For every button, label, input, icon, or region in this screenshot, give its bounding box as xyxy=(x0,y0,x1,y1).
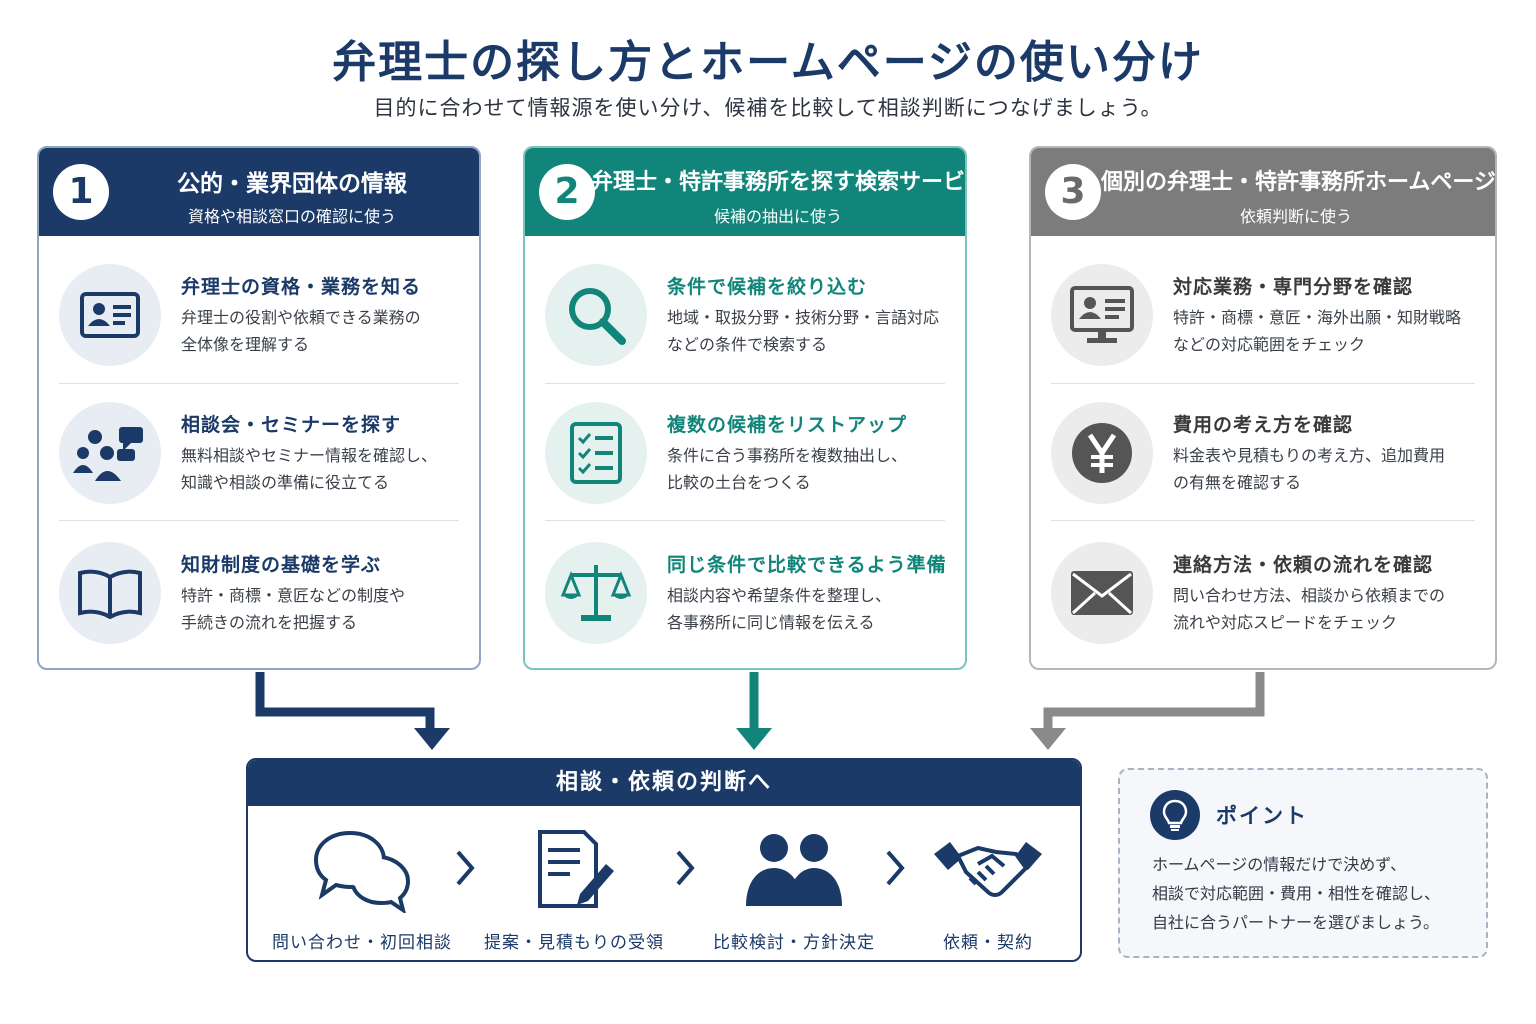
chevron-right-icon xyxy=(886,850,905,886)
lightbulb-icon xyxy=(1150,790,1200,840)
monitor-profile-icon xyxy=(1051,264,1153,366)
card-header: 1 公的・業界団体の情報 資格や相談窓口の確認に使う xyxy=(39,148,479,236)
step-label: 問い合わせ・初回相談 xyxy=(272,933,452,953)
card-number: 1 xyxy=(53,164,109,220)
card-number: 2 xyxy=(539,164,595,220)
item-desc: 無料相談やセミナー情報を確認し、知識や相談の準備に役立てる xyxy=(181,446,438,492)
card-title: 個別の弁理士・特許事務所ホームページ xyxy=(1101,170,1496,195)
search-icon xyxy=(545,264,647,366)
step-proposal: 提案・見積もりの受領 xyxy=(474,820,674,953)
card-subtitle: 資格や相談窓口の確認に使う xyxy=(187,207,396,226)
scale-icon xyxy=(545,542,647,644)
item-title: 相談会・セミナーを探す xyxy=(181,414,402,436)
item-desc: 問い合わせ方法、相談から依頼までの流れや対応スピードをチェック xyxy=(1173,586,1446,632)
item-desc: 特許・商標・意匠などの制度や手続きの流れを把握する xyxy=(181,586,406,632)
page-subtitle: 目的に合わせて情報源を使い分け、候補を比較して相談判断につなげましょう。 xyxy=(373,96,1163,120)
item-title: 連絡方法・依頼の流れを確認 xyxy=(1173,554,1434,576)
item-desc: 条件に合う事務所を複数抽出し、比較の土台をつくる xyxy=(667,446,908,492)
step-label: 依頼・契約 xyxy=(943,933,1033,953)
people-chat-icon xyxy=(59,402,161,504)
list-item: 条件で候補を絞り込む 地域・取扱分野・技術分野・言語対応などの条件で検索する xyxy=(545,254,945,374)
card-subtitle: 候補の抽出に使う xyxy=(713,207,842,226)
card-header: 3 個別の弁理士・特許事務所ホームページ 依頼判断に使う xyxy=(1031,148,1495,236)
item-desc: 地域・取扱分野・技術分野・言語対応などの条件で検索する xyxy=(667,308,940,354)
step-label: 比較検討・方針決定 xyxy=(713,933,875,953)
item-desc: 相談内容や希望条件を整理し、各事務所に同じ情報を伝える xyxy=(667,586,892,632)
list-item: 連絡方法・依頼の流れを確認 問い合わせ方法、相談から依頼までの流れや対応スピード… xyxy=(1051,532,1475,652)
list-item: 知財制度の基礎を学ぶ 特許・商標・意匠などの制度や手続きの流れを把握する xyxy=(59,532,459,652)
item-title: 対応業務・専門分野を確認 xyxy=(1173,276,1414,298)
book-icon xyxy=(59,542,161,644)
divider xyxy=(1051,383,1475,384)
people-icon xyxy=(694,820,894,920)
card-public-info: 1 公的・業界団体の情報 資格や相談窓口の確認に使う 弁理士の資格・業務を知る … xyxy=(37,146,481,670)
arrow-from-card-3 xyxy=(1043,672,1265,734)
step-label: 提案・見積もりの受領 xyxy=(484,933,664,953)
card-title: 公的・業界団体の情報 xyxy=(177,171,407,197)
envelope-icon xyxy=(1051,542,1153,644)
divider xyxy=(545,383,945,384)
step-contract: 依頼・契約 xyxy=(888,820,1080,953)
card-subtitle: 依頼判断に使う xyxy=(1239,207,1352,226)
item-title: 条件で候補を絞り込む xyxy=(667,276,868,298)
decision-flow: 相談・依頼の判断へ 問い合わせ・初回相談 提案・見積もりの受領 比較検討・方針決… xyxy=(246,758,1082,962)
divider xyxy=(1051,520,1475,521)
card-search-service: 2 弁理士・特許事務所を探す検索サービス 候補の抽出に使う 条件で候補を絞り込む… xyxy=(523,146,967,670)
step-inquiry: 問い合わせ・初回相談 xyxy=(262,820,462,953)
checklist-icon xyxy=(545,402,647,504)
item-title: 弁理士の資格・業務を知る xyxy=(181,276,422,298)
point-title: ポイント xyxy=(1216,804,1308,828)
item-title: 同じ条件で比較できるよう準備 xyxy=(667,554,947,576)
card-title: 弁理士・特許事務所を探す検索サービス xyxy=(591,170,967,195)
point-note: ポイント ホームページの情報だけで決めず、 相談で対応範囲・費用・相性を確認し、… xyxy=(1118,768,1488,958)
list-item: 相談会・セミナーを探す 無料相談やセミナー情報を確認し、知識や相談の準備に役立て… xyxy=(59,392,459,512)
divider xyxy=(59,383,459,384)
step-compare: 比較検討・方針決定 xyxy=(694,820,894,953)
decision-title: 相談・依頼の判断へ xyxy=(248,760,1080,806)
list-item: 対応業務・専門分野を確認 特許・商標・意匠・海外出願・知財戦略などの対応範囲をチ… xyxy=(1051,254,1475,374)
handshake-icon xyxy=(888,820,1080,920)
item-title: 知財制度の基礎を学ぶ xyxy=(181,554,382,576)
list-item: 複数の候補をリストアップ 条件に合う事務所を複数抽出し、比較の土台をつくる xyxy=(545,392,945,512)
id-card-icon xyxy=(59,264,161,366)
item-desc: 料金表や見積もりの考え方、追加費用の有無を確認する xyxy=(1173,446,1446,492)
document-pen-icon xyxy=(474,820,674,920)
chevron-right-icon xyxy=(456,850,475,886)
list-item: 費用の考え方を確認 料金表や見積もりの考え方、追加費用の有無を確認する xyxy=(1051,392,1475,512)
chevron-right-icon xyxy=(676,850,695,886)
card-header: 2 弁理士・特許事務所を探す検索サービス 候補の抽出に使う xyxy=(525,148,965,236)
divider xyxy=(59,520,459,521)
page-title: 弁理士の探し方とホームページの使い分け xyxy=(332,37,1204,88)
item-title: 費用の考え方を確認 xyxy=(1173,414,1354,436)
list-item: 同じ条件で比較できるよう準備 相談内容や希望条件を整理し、各事務所に同じ情報を伝… xyxy=(545,532,947,652)
arrow-from-card-1 xyxy=(255,672,435,734)
item-desc: 弁理士の役割や依頼できる業務の全体像を理解する xyxy=(181,308,421,354)
card-number: 3 xyxy=(1045,164,1101,220)
point-text: ホームページの情報だけで決めず、 相談で対応範囲・費用・相性を確認し、 自社に合… xyxy=(1152,855,1441,932)
divider xyxy=(545,520,945,521)
yen-icon xyxy=(1051,402,1153,504)
card-homepage: 3 個別の弁理士・特許事務所ホームページ 依頼判断に使う 対応業務・専門分野を確… xyxy=(1029,146,1497,670)
chat-bubbles-icon xyxy=(262,820,462,920)
item-title: 複数の候補をリストアップ xyxy=(667,414,908,436)
list-item: 弁理士の資格・業務を知る 弁理士の役割や依頼できる業務の全体像を理解する xyxy=(59,254,459,374)
item-desc: 特許・商標・意匠・海外出願・知財戦略などの対応範囲をチェック xyxy=(1173,308,1462,354)
